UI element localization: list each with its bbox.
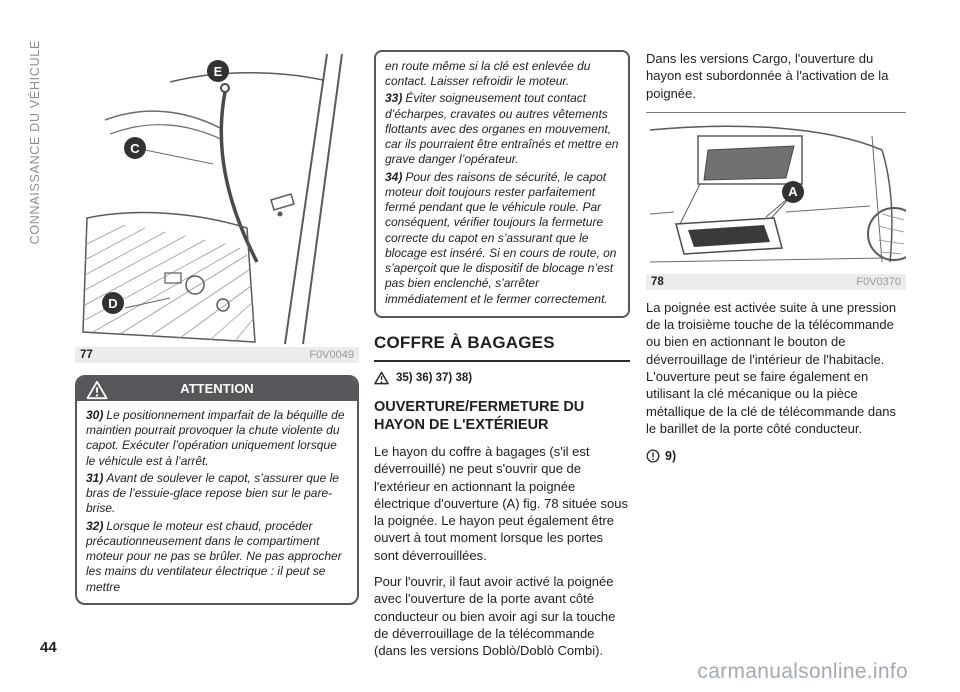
warning-item-text: Lorsque le moteur est chaud, procéder pr… bbox=[86, 518, 342, 594]
figure-number: 77 bbox=[80, 349, 93, 361]
warning-item-text: Le positionnement imparfait de la béquil… bbox=[86, 408, 345, 468]
warning-item-text: Pour des raisons de sécurité, le capot m… bbox=[385, 169, 617, 306]
warning-item: 32)Lorsque le moteur est chaud, procéder… bbox=[86, 519, 348, 595]
warning-item-number: 31) bbox=[86, 470, 104, 485]
note-reference: 9) bbox=[646, 449, 906, 463]
figure-78-caption: 78 F0V0370 bbox=[646, 273, 906, 290]
warning-item: 33)Éviter soigneusement tout contact d’é… bbox=[385, 91, 619, 167]
warning-references: 35) 36) 37) 38) bbox=[374, 371, 630, 385]
warning-item-number: 30) bbox=[86, 408, 104, 422]
figure-78: A bbox=[646, 121, 921, 272]
warning-item: en route même si la clé est enlevée du c… bbox=[385, 59, 619, 89]
chapter-sidebar-label: CONNAISSANCE DU VÉHICULE bbox=[28, 40, 42, 245]
warning-item-number: 34) bbox=[385, 169, 403, 184]
engine-bay-illustration bbox=[82, 53, 343, 345]
caution-icon bbox=[646, 449, 660, 463]
note-reference-number: 9) bbox=[665, 449, 677, 464]
figure-label-d: D bbox=[102, 292, 124, 314]
body-paragraph: Le hayon du coffre à bagages (s'il est d… bbox=[374, 444, 628, 563]
warning-item-text: en route même si la clé est enlevée du c… bbox=[385, 59, 591, 89]
warning-triangle-icon bbox=[86, 380, 108, 400]
warning-item: 34)Pour des raisons de sécurité, le capo… bbox=[385, 170, 619, 307]
body-paragraph: Pour l'ouvrir, il faut avoir activé la p… bbox=[374, 573, 616, 659]
figure-77: E C D bbox=[75, 50, 359, 345]
body-paragraph: Dans les versions Cargo, l'ouverture du … bbox=[646, 51, 889, 101]
warning-reference-numbers: 35) 36) 37) 38) bbox=[396, 371, 473, 384]
tailgate-handle-illustration bbox=[649, 125, 921, 263]
body-paragraph: La poignée est activée suite à une press… bbox=[646, 299, 897, 436]
attention-continuation-box: en route même si la clé est enlevée du c… bbox=[374, 50, 630, 318]
warning-item: 30)Le positionnement imparfait de la béq… bbox=[86, 408, 348, 469]
figure-code: F0V0049 bbox=[309, 349, 354, 361]
warning-item-number: 33) bbox=[385, 91, 403, 106]
figure-label-a: A bbox=[782, 180, 804, 203]
section-title: COFFRE À BAGAGES bbox=[374, 333, 630, 362]
column-left: E C D 77 F0V0049 ATTENTION 30)Le positio… bbox=[75, 50, 359, 605]
attention-box: ATTENTION 30)Le positionnement imparfait… bbox=[75, 375, 359, 605]
column-right: Dans les versions Cargo, l'ouverture du … bbox=[646, 50, 921, 463]
watermark: carmanualsonline.info bbox=[697, 660, 908, 683]
attention-title: ATTENTION bbox=[180, 381, 254, 396]
warning-item-text: Éviter soigneusement tout contact d’écha… bbox=[385, 91, 619, 167]
divider bbox=[646, 111, 906, 113]
subsection-title: OUVERTURE/FERMETURE DU HAYON DE L'EXTÉRI… bbox=[374, 398, 585, 433]
warning-triangle-icon bbox=[374, 371, 389, 385]
figure-label-e: E bbox=[207, 60, 229, 82]
column-middle: en route même si la clé est enlevée du c… bbox=[374, 50, 630, 659]
figure-code: F0V0370 bbox=[856, 275, 901, 288]
warning-item: 31)Avant de soulever le capot, s’assurer… bbox=[86, 471, 348, 517]
attention-header: ATTENTION bbox=[77, 377, 357, 401]
figure-77-caption: 77 F0V0049 bbox=[75, 347, 359, 363]
warning-item-text: Avant de soulever le capot, s’assurer qu… bbox=[86, 470, 339, 516]
warning-item-number: 32) bbox=[86, 518, 104, 533]
page-number: 44 bbox=[40, 639, 57, 656]
figure-label-c: C bbox=[124, 137, 146, 159]
attention-body: 30)Le positionnement imparfait de la béq… bbox=[77, 401, 357, 603]
figure-number: 78 bbox=[651, 275, 664, 288]
